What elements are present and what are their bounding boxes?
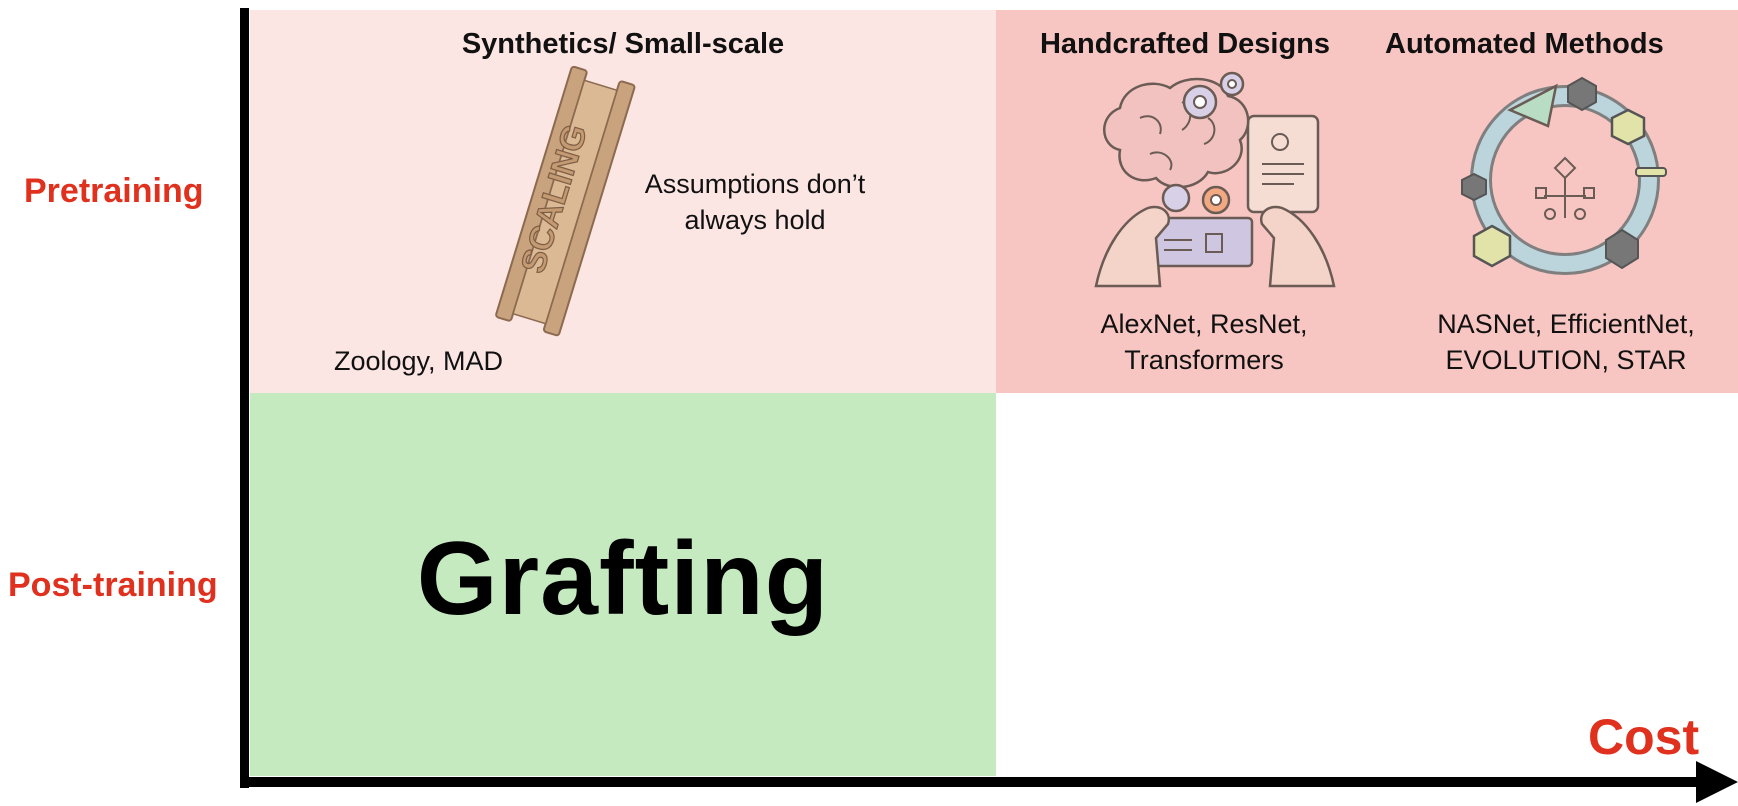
x-axis-label-cost: Cost (1588, 708, 1699, 766)
synthetics-examples: Zoology, MAD (334, 343, 503, 379)
handcrafted-examples-line2: Transformers (1004, 342, 1404, 378)
column-title-synthetics: Synthetics/ Small-scale (250, 28, 996, 61)
x-axis-line (240, 777, 1700, 787)
column-title-automated: Automated Methods (1385, 28, 1738, 61)
automation-cycle-icon (1452, 68, 1678, 290)
automated-examples: NASNet, EfficientNet, EVOLUTION, STAR (1396, 306, 1736, 378)
handcrafted-examples: AlexNet, ResNet, Transformers (1004, 306, 1404, 378)
x-axis-arrowhead (1696, 761, 1738, 803)
grafting-label: Grafting (250, 520, 996, 639)
assumptions-note-text: Assumptions don’t always hold (645, 169, 866, 235)
y-axis-line (240, 8, 249, 788)
handcrafted-examples-line1: AlexNet, ResNet, (1004, 306, 1404, 342)
column-title-handcrafted: Handcrafted Designs (1000, 28, 1370, 61)
brain-gears-icon (1090, 68, 1340, 292)
row-label-post-training: Post-training (8, 566, 218, 605)
row-label-pretraining: Pretraining (24, 172, 203, 211)
automated-examples-line1: NASNet, EfficientNet, (1396, 306, 1736, 342)
assumptions-note: Assumptions don’t always hold (620, 166, 890, 238)
automated-examples-line2: EVOLUTION, STAR (1396, 342, 1736, 378)
